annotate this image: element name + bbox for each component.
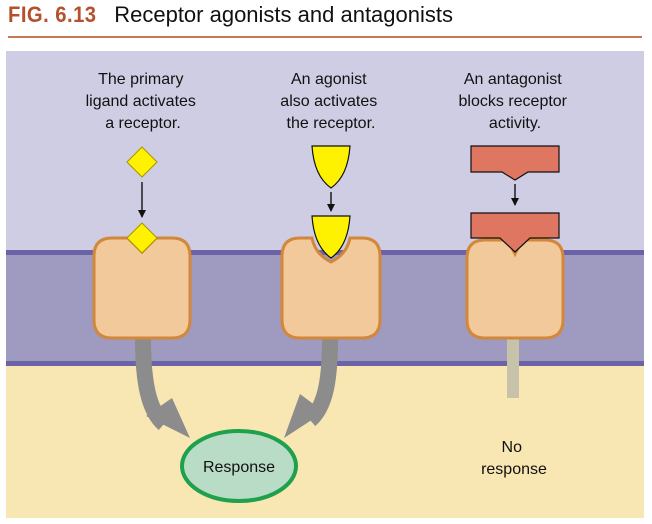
figure-title-text: Receptor agonists and antagonists (114, 2, 453, 27)
figure-number: FIG. 6.13 (8, 2, 97, 27)
arrow-head-2 (284, 394, 324, 438)
receptor-3 (465, 238, 565, 340)
receptor-1 (92, 236, 192, 340)
agonist (311, 145, 351, 189)
panel-2-caption: An agonist also activates the receptor. (280, 71, 381, 132)
bound-primary-ligand (126, 222, 158, 254)
receptor-2 (280, 236, 382, 340)
figure-title: FIG. 6.13 Receptor agonists and antagoni… (8, 2, 453, 36)
blocked-signal-stub (507, 336, 519, 398)
primary-ligand (126, 146, 158, 178)
no-response-label: No response (481, 439, 547, 478)
panel-3-caption: An antagonist blocks receptor activity. (459, 71, 572, 132)
arrow-head-1 (146, 398, 190, 438)
bound-agonist (311, 215, 351, 259)
antagonist (470, 145, 560, 181)
response-label: Response (203, 459, 275, 476)
response-ellipse (180, 429, 298, 503)
bound-antagonist (470, 212, 560, 253)
panel-1-caption: The primary ligand activates a receptor. (86, 71, 201, 132)
